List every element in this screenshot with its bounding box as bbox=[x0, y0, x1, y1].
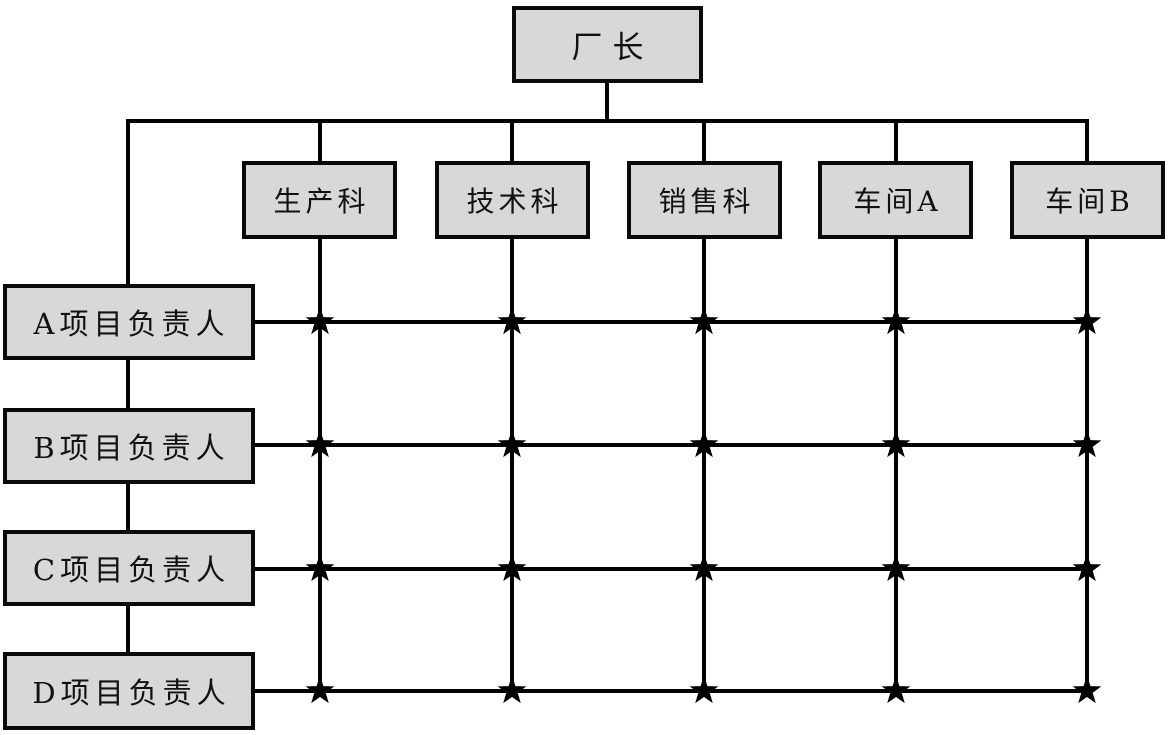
intersection-star bbox=[1072, 554, 1102, 582]
intersection-star bbox=[881, 307, 911, 335]
intersection-star bbox=[305, 554, 335, 582]
box-dept-workshop-b: 车间B bbox=[1010, 161, 1165, 239]
intersection-star bbox=[497, 676, 527, 704]
box-label: D项目负责人 bbox=[32, 676, 231, 710]
intersection-star bbox=[881, 554, 911, 582]
box-label: 厂长 bbox=[571, 30, 654, 66]
box-dept-workshop-a: 车间A bbox=[818, 161, 973, 239]
box-project-d-manager: D项目负责人 bbox=[3, 652, 255, 730]
intersection-star bbox=[305, 676, 335, 704]
intersection-star bbox=[881, 430, 911, 458]
box-label: 销售科 bbox=[658, 185, 755, 218]
intersection-star bbox=[497, 430, 527, 458]
box-project-c-manager: C项目负责人 bbox=[3, 530, 255, 606]
box-dept-technology: 技术科 bbox=[435, 161, 590, 239]
box-label: 技术科 bbox=[466, 185, 563, 218]
intersection-star bbox=[689, 554, 719, 582]
box-label: 车间B bbox=[1045, 185, 1134, 218]
intersection-star bbox=[1072, 430, 1102, 458]
intersection-star bbox=[1072, 676, 1102, 704]
intersection-star bbox=[1072, 307, 1102, 335]
box-label: A项目负责人 bbox=[33, 307, 230, 341]
box-dept-production: 生产科 bbox=[242, 161, 397, 239]
box-label: C项目负责人 bbox=[32, 553, 231, 587]
intersection-star bbox=[689, 307, 719, 335]
intersection-star bbox=[305, 307, 335, 335]
box-label: 车间A bbox=[853, 185, 942, 218]
box-factory-director: 厂长 bbox=[512, 6, 703, 83]
intersection-star bbox=[497, 554, 527, 582]
box-label: 生产科 bbox=[273, 185, 370, 218]
intersection-stars-layer bbox=[305, 307, 1102, 704]
box-project-b-manager: B项目负责人 bbox=[3, 408, 255, 484]
intersection-star bbox=[497, 307, 527, 335]
box-label: B项目负责人 bbox=[33, 431, 230, 465]
intersection-star bbox=[689, 676, 719, 704]
intersection-star bbox=[689, 430, 719, 458]
intersection-star bbox=[881, 676, 911, 704]
box-dept-sales: 销售科 bbox=[627, 161, 782, 239]
intersection-star bbox=[305, 430, 335, 458]
box-project-a-manager: A项目负责人 bbox=[3, 284, 255, 360]
